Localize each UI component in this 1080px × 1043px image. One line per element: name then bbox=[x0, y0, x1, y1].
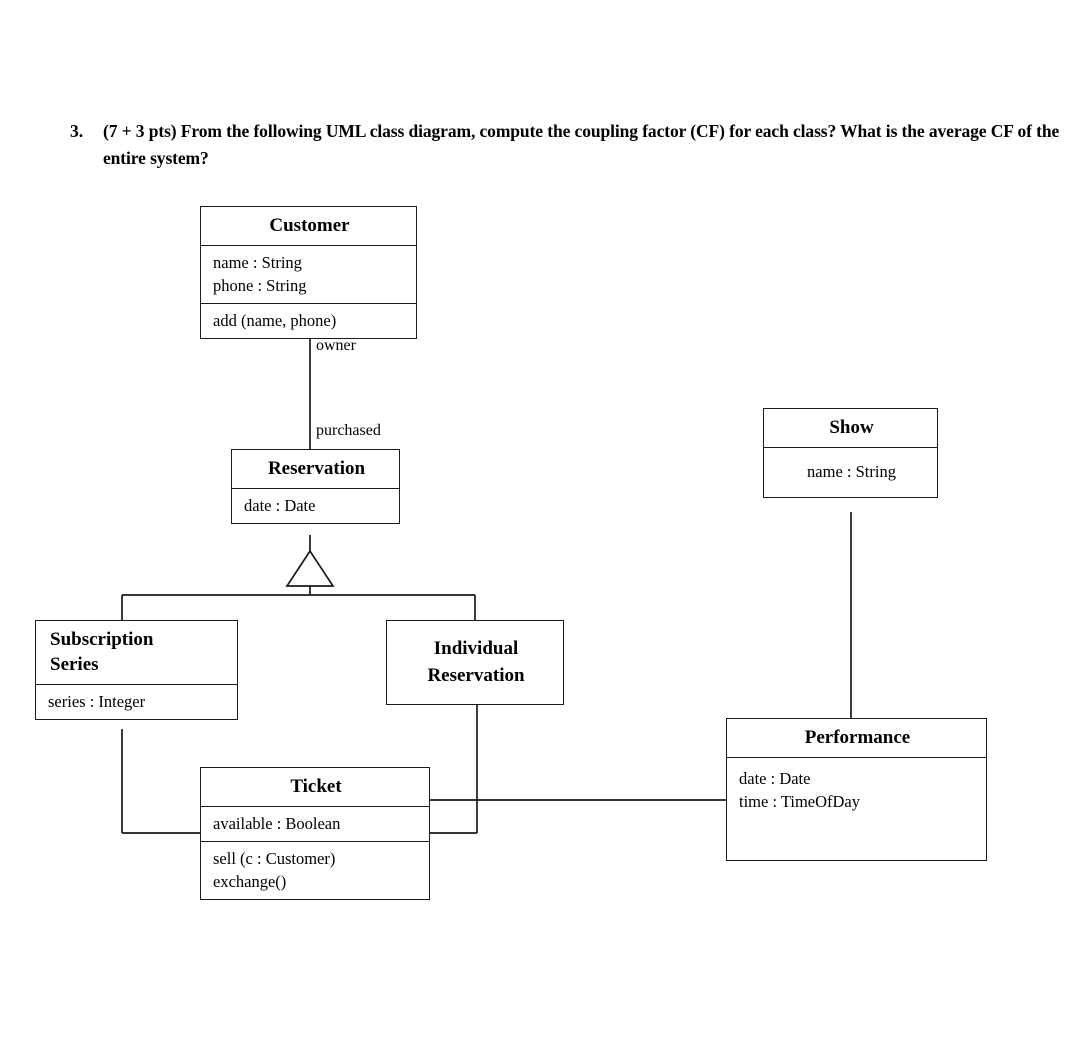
class-operations-customer: add (name, phone) bbox=[201, 303, 416, 338]
class-operations-ticket: sell (c : Customer) exchange() bbox=[201, 841, 429, 899]
class-name-individual-reservation: Individual Reservation bbox=[387, 621, 563, 696]
class-name-show: Show bbox=[829, 417, 874, 438]
attribute: name : String bbox=[213, 253, 302, 272]
question-text: (7 + 3 pts) From the following UML class… bbox=[103, 121, 1060, 168]
uml-class-ticket[interactable]: Ticket available : Boolean sell (c : Cus… bbox=[200, 767, 430, 900]
attribute: series : Integer bbox=[48, 692, 146, 711]
class-attributes-reservation: date : Date bbox=[232, 488, 399, 523]
question-number: 3. bbox=[70, 121, 84, 141]
operation: add (name, phone) bbox=[213, 311, 337, 330]
class-name-customer: Customer bbox=[269, 215, 350, 236]
class-attributes-customer: name : String phone : String bbox=[201, 245, 416, 303]
uml-class-customer[interactable]: Customer name : String phone : String ad… bbox=[200, 206, 417, 339]
uml-class-show[interactable]: Show name : String bbox=[763, 408, 938, 498]
class-attributes-subscription-series: series : Integer bbox=[36, 684, 237, 719]
question-block: 3. (7 + 3 pts) From the following UML cl… bbox=[70, 118, 1070, 172]
attribute: time : TimeOfDay bbox=[739, 792, 861, 811]
association-label-purchased: purchased bbox=[316, 422, 381, 439]
attribute: date : Date bbox=[739, 769, 811, 788]
uml-class-reservation[interactable]: Reservation date : Date bbox=[231, 449, 400, 524]
class-name-reservation: Reservation bbox=[267, 458, 366, 479]
generalization-triangle bbox=[285, 549, 335, 587]
operation: sell (c : Customer) bbox=[213, 849, 336, 868]
class-name-line-1: Individual bbox=[433, 638, 519, 659]
class-name-performance: Performance bbox=[804, 727, 911, 748]
class-name-subscription-series: Subscription Series bbox=[36, 621, 237, 684]
attribute: phone : String bbox=[213, 276, 307, 295]
uml-class-subscription-series[interactable]: Subscription Series series : Integer bbox=[35, 620, 238, 720]
uml-class-individual-reservation[interactable]: Individual Reservation bbox=[386, 620, 564, 705]
class-attributes-show: name : String bbox=[764, 447, 937, 497]
attribute: date : Date bbox=[244, 496, 316, 515]
uml-class-performance[interactable]: Performance date : Date time : TimeOfDay bbox=[726, 718, 987, 861]
association-label-owner: owner bbox=[316, 337, 356, 354]
attribute: name : String bbox=[807, 462, 896, 481]
class-attributes-performance: date : Date time : TimeOfDay bbox=[727, 757, 986, 819]
class-name-ticket: Ticket bbox=[290, 776, 342, 797]
class-name-line-2: Series bbox=[50, 654, 99, 675]
class-name-line-2: Reservation bbox=[427, 665, 525, 686]
attribute: available : Boolean bbox=[213, 814, 341, 833]
class-attributes-ticket: available : Boolean bbox=[201, 806, 429, 841]
operation: exchange() bbox=[213, 872, 287, 891]
class-name-line-1: Subscription bbox=[50, 629, 154, 650]
